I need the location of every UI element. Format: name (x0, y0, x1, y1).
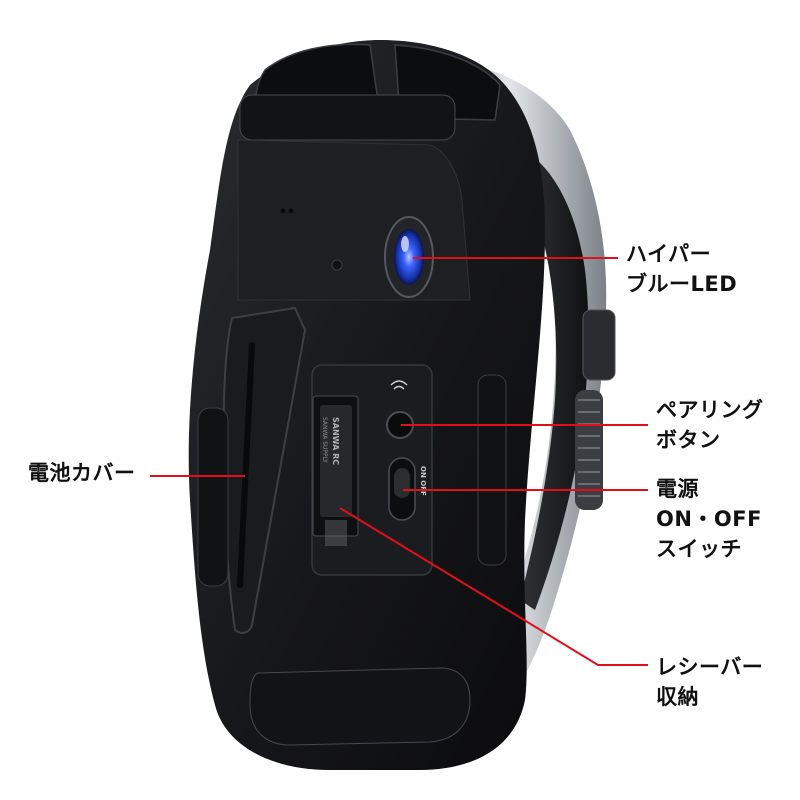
receiver-marking-1: SANWA RC (331, 417, 340, 465)
callout-blue-led: ハイパー ブルーLED (626, 239, 737, 299)
callout-blue-led-line1: ハイパー (626, 242, 712, 266)
leader-line-receiver (339, 507, 648, 666)
callout-pairing-button: ペアリング ボタン (656, 395, 764, 455)
skid-pad-bottom (249, 667, 471, 746)
side-pad-right (477, 374, 507, 566)
side-button-upper (582, 309, 616, 381)
pairing-wireless-icon (390, 380, 408, 390)
callout-receiver-line2: 収納 (656, 685, 699, 709)
leader-lines (150, 257, 648, 666)
callout-blue-led-line2: ブルーLED (626, 272, 738, 296)
side-thumb-wheel (575, 390, 603, 510)
callout-power-line2: ON・OFF (656, 507, 762, 531)
callout-power-switch: 電源 ON・OFF スイッチ (656, 474, 762, 564)
callout-receiver-storage: レシーバー 収納 (656, 652, 763, 712)
callout-pairing-line1: ペアリング (656, 398, 764, 422)
screw-hole (331, 259, 343, 271)
power-switch-knob (394, 468, 410, 498)
switch-marking: ON OFF (419, 466, 427, 496)
callout-power-line1: 電源 (656, 477, 699, 501)
usb-receiver (320, 405, 352, 517)
callout-power-line3: スイッチ (656, 537, 742, 561)
callout-battery-line1: 電池カバー (28, 461, 136, 485)
skid-pad-top (239, 94, 456, 141)
callout-pairing-line2: ボタン (656, 428, 721, 452)
top-panel (237, 139, 471, 301)
callout-receiver-line1: レシーバー (656, 655, 764, 679)
receiver-marking-2: SANWA SUPPLY (321, 417, 328, 463)
side-pad-left (197, 407, 229, 587)
callout-battery-cover: 電池カバー (28, 458, 136, 488)
